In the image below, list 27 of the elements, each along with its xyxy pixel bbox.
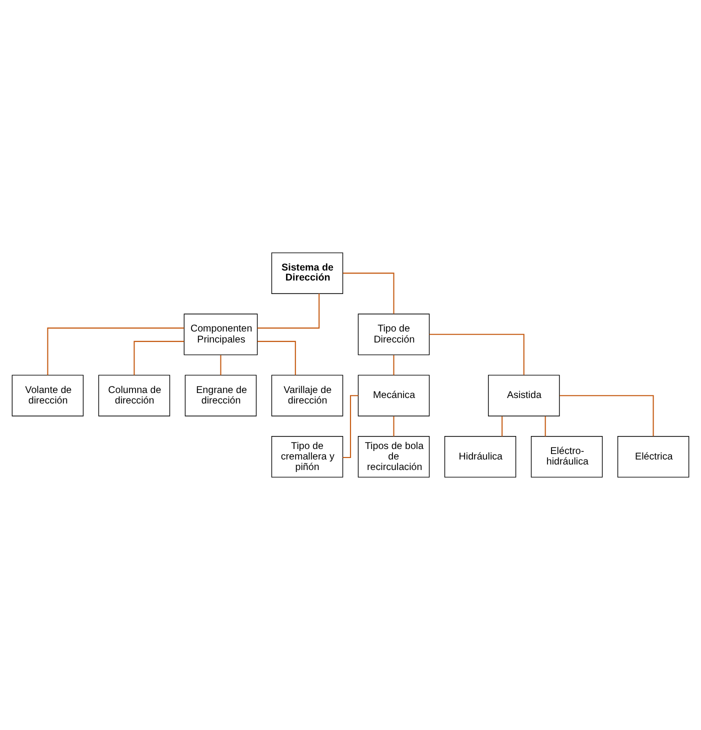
node-box: Eléctro- hidráulica [530, 436, 603, 478]
connector [544, 416, 546, 436]
connector [342, 395, 358, 458]
node-box: Hidráulica [444, 436, 516, 478]
node-box: Tipo de cremallera y piñón [271, 436, 344, 478]
node-box: Eléctrica [617, 436, 690, 478]
node-box: Volante de dirección [12, 374, 84, 416]
connector [393, 355, 394, 376]
node-box: Engrane de dirección [184, 374, 257, 416]
connector [429, 334, 524, 375]
node-box: Sistema de Dirección [271, 252, 344, 294]
node-box: Varillaje de dirección [271, 374, 344, 416]
connector [502, 416, 503, 436]
connector [220, 355, 222, 376]
connector [560, 395, 654, 436]
node-box: Tipos de bola de recirculación [358, 436, 430, 478]
node-box: Tipo de Dirección [358, 314, 430, 356]
connector [393, 416, 394, 436]
connector [134, 340, 184, 376]
connector [257, 294, 320, 329]
connector [257, 340, 296, 376]
connector [342, 272, 394, 314]
connector [47, 328, 184, 376]
node-box: Componenten Principales [184, 314, 258, 356]
node-box: Mecánica [358, 374, 430, 416]
node-box: Asistida [488, 374, 560, 416]
node-box: Columna de dirección [98, 374, 170, 416]
